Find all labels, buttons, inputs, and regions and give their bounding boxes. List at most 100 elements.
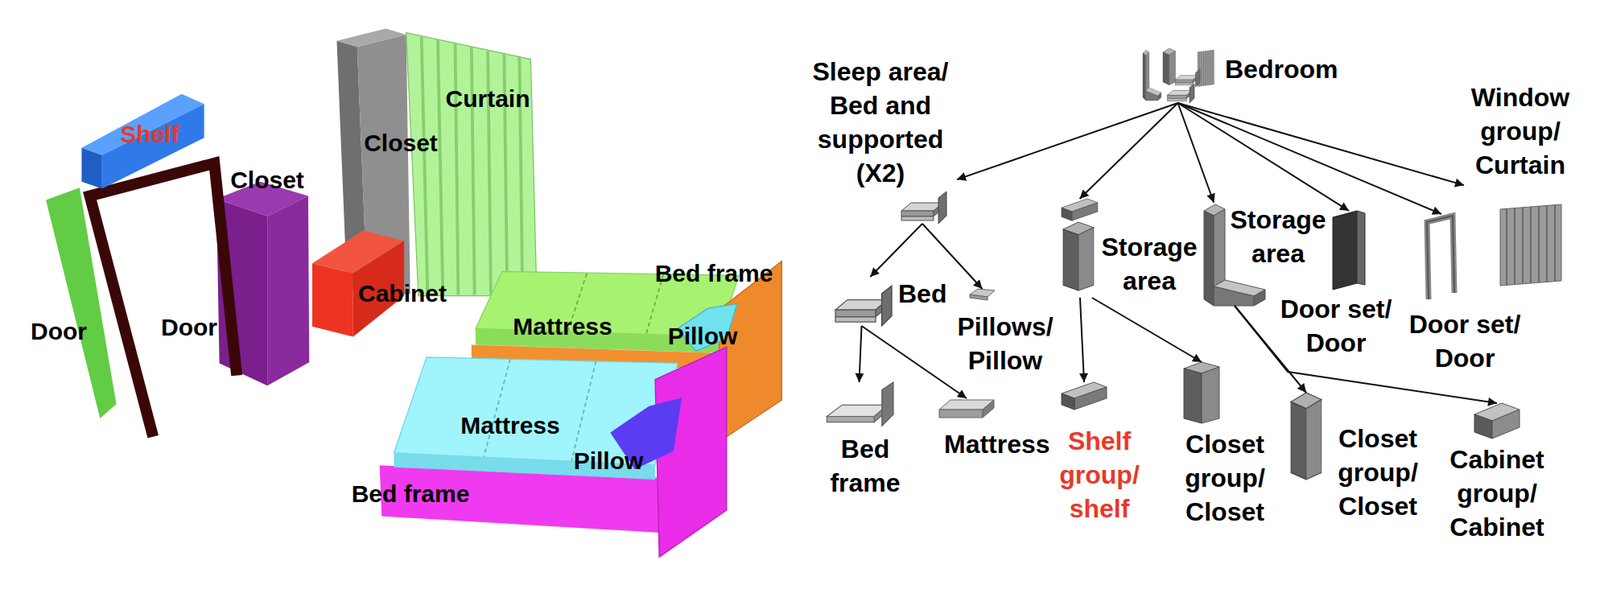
part-label: Closet xyxy=(230,166,305,194)
part-label: Closet xyxy=(363,129,438,157)
node-label: Pillows/ Pillow xyxy=(952,309,1058,378)
bedroom-icon xyxy=(1162,48,1176,86)
node-label: Mattress xyxy=(944,427,1051,462)
closet-icon xyxy=(1290,392,1322,480)
curtain-shape xyxy=(406,32,537,297)
shelf-icon xyxy=(1061,198,1098,221)
tree-arrow xyxy=(1092,297,1202,363)
cabinet-icon xyxy=(1474,403,1520,439)
part-label-holder: Closet xyxy=(363,128,438,158)
shelf-shape xyxy=(81,148,102,190)
node-label: Sleep area/ Bed and supported (X2) xyxy=(804,54,957,190)
node-label: Window group/ Curtain xyxy=(1463,80,1577,182)
node-label: Door set/ Door xyxy=(1275,292,1397,360)
tree-arrow xyxy=(1178,103,1215,203)
part-label: Door xyxy=(30,317,87,345)
tree-arrow xyxy=(870,223,923,277)
node-label: Closet group/ Closet xyxy=(1333,421,1423,524)
bedroom-icon xyxy=(1175,69,1200,87)
part-label: Pillow xyxy=(668,322,739,350)
part-label: Bed frame xyxy=(655,259,774,287)
node-label: Bed frame xyxy=(824,432,906,500)
door-shape xyxy=(45,187,116,419)
tree-arrow xyxy=(1178,103,1443,215)
shelf-icon xyxy=(1061,382,1107,410)
tree-node: Storage area xyxy=(1061,198,1200,298)
tree-node: Closet group/ Closet xyxy=(1290,392,1423,524)
part-label-holder: Closet xyxy=(230,165,305,195)
tree-node: Shelf group/ shelf xyxy=(1055,382,1144,526)
bedroom-scene xyxy=(45,28,782,558)
tree-arrow xyxy=(1178,103,1350,211)
tree-node: Storage area xyxy=(1204,202,1328,306)
node-label: Bedroom xyxy=(1224,52,1338,87)
part-label: Shelf xyxy=(119,120,179,148)
bedroom-icon xyxy=(1167,83,1195,104)
tree-arrow xyxy=(1080,103,1179,199)
node-label: Door set/ Door xyxy=(1404,307,1526,376)
bedroom-icon xyxy=(1142,49,1162,101)
node-label: Cabinet group/ Cabinet xyxy=(1444,442,1550,545)
bed-frame-shape xyxy=(718,261,783,442)
mattress-seam xyxy=(483,358,596,462)
tree-arrow xyxy=(861,325,968,399)
bed-icon xyxy=(835,285,892,326)
closet-icon xyxy=(1063,222,1094,291)
part-label-holder: Bed frame xyxy=(351,479,471,509)
tree-arrow xyxy=(1080,297,1085,383)
closet-shape xyxy=(267,195,310,386)
shelf-shape xyxy=(102,103,205,189)
tree-arrow xyxy=(956,103,1179,180)
tree-node: Pillows/ Pillow xyxy=(952,288,1058,378)
part-label-holder: Cabinet xyxy=(358,279,447,309)
tree-node: Bedroom xyxy=(1141,48,1339,104)
mattress-icon xyxy=(939,400,994,418)
part-label: Door xyxy=(160,313,218,341)
part-label: Mattress xyxy=(512,313,612,340)
part-label-holder: Bed frame xyxy=(655,259,774,289)
node-label: Storage area xyxy=(1099,230,1200,298)
tree-node: Cabinet group/ Cabinet xyxy=(1444,403,1550,545)
part-label: Pillow xyxy=(573,447,644,475)
cabinet-shape xyxy=(312,263,354,337)
tree-node: Window group/ Curtain xyxy=(1463,80,1577,286)
tree-arrow xyxy=(859,325,862,383)
tree-node: Sleep area/ Bed and supported (X2) xyxy=(804,54,957,224)
part-label-holder: Pillow xyxy=(668,321,739,351)
part-label-holder: Door xyxy=(160,313,218,343)
node-label: Shelf group/ shelf xyxy=(1055,424,1144,526)
tree-node: Mattress xyxy=(939,398,1051,462)
tree-node: Closet group/ Closet xyxy=(1180,362,1270,529)
part-label-holder: Shelf xyxy=(119,119,179,149)
door-frame-shape xyxy=(90,163,238,438)
part-label: Cabinet xyxy=(358,280,447,307)
part-label: Bed frame xyxy=(351,480,471,508)
pillow-icon xyxy=(969,288,995,301)
part-label-holder: Curtain xyxy=(445,84,531,114)
part-label: Mattress xyxy=(460,412,560,439)
tree-arrow xyxy=(1178,103,1465,186)
curtain-fold xyxy=(421,37,524,296)
bed-frame-icon xyxy=(826,382,894,426)
node-label: Bed xyxy=(898,276,947,311)
part-label-holder: Mattress xyxy=(460,411,560,441)
closet-icon xyxy=(1183,362,1220,424)
part-label-holder: Door xyxy=(30,317,87,347)
tree-icons xyxy=(826,48,1562,480)
part-label-holder: Mattress xyxy=(512,312,612,342)
closet-shape xyxy=(336,28,406,48)
bed-icon xyxy=(901,191,947,224)
node-label: Closet group/ Closet xyxy=(1180,427,1270,529)
node-label: Storage area xyxy=(1228,202,1328,271)
part-label: Curtain xyxy=(445,85,531,112)
curtain-icon xyxy=(1500,204,1562,286)
door-panel-icon xyxy=(1332,210,1365,290)
part-label-holder: Pillow xyxy=(573,446,644,476)
tree-node: Bed frame xyxy=(824,382,906,500)
tree-node: Door set/ Door xyxy=(1275,210,1397,360)
tree-node: Door set/ Door xyxy=(1404,214,1526,376)
tree-arrow xyxy=(922,223,983,289)
tree-node: Bed xyxy=(831,276,948,326)
